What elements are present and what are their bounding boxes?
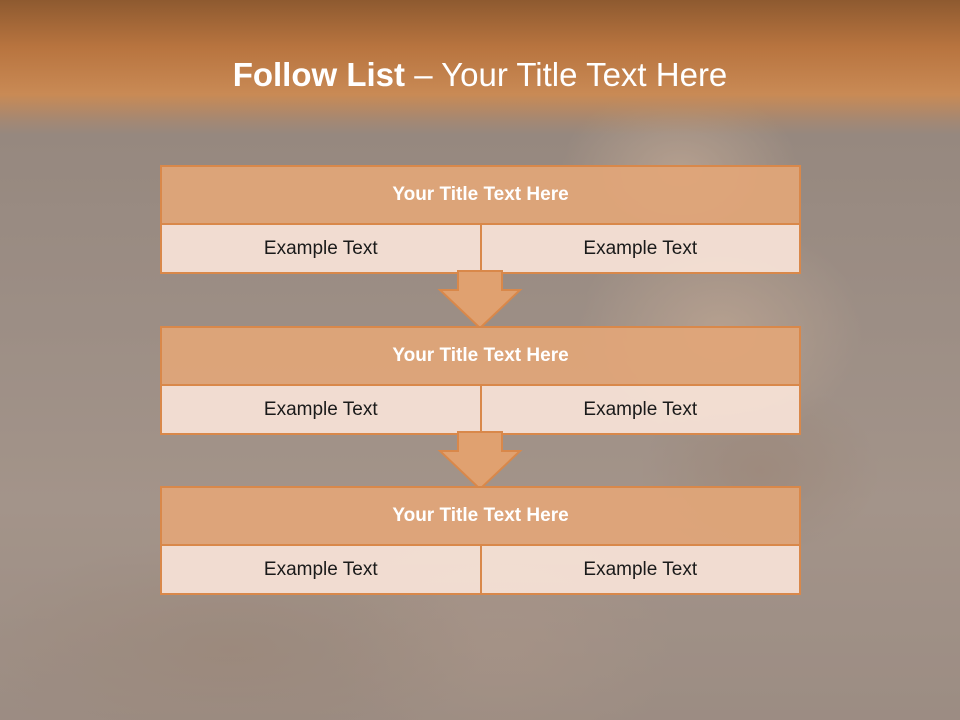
header-band bbox=[0, 0, 960, 135]
block-row: Example Text Example Text bbox=[162, 546, 799, 593]
down-arrow-icon bbox=[437, 270, 523, 330]
list-block-2: Your Title Text Here Example Text Exampl… bbox=[160, 326, 801, 435]
block-title: Your Title Text Here bbox=[162, 488, 799, 546]
slide-title: Follow List – Your Title Text Here bbox=[0, 52, 960, 98]
block-cell-left: Example Text bbox=[162, 546, 480, 593]
slide-title-main: Follow List bbox=[232, 56, 406, 93]
down-arrow-icon bbox=[437, 431, 523, 491]
block-row: Example Text Example Text bbox=[162, 225, 799, 272]
block-cell-right: Example Text bbox=[479, 225, 799, 272]
block-title: Your Title Text Here bbox=[162, 328, 799, 386]
block-title: Your Title Text Here bbox=[162, 167, 799, 225]
block-row: Example Text Example Text bbox=[162, 386, 799, 433]
block-cell-left: Example Text bbox=[162, 386, 480, 433]
list-block-1: Your Title Text Here Example Text Exampl… bbox=[160, 165, 801, 274]
slide-title-sub: – Your Title Text Here bbox=[405, 56, 728, 93]
block-cell-right: Example Text bbox=[479, 386, 799, 433]
block-cell-right: Example Text bbox=[479, 546, 799, 593]
block-cell-left: Example Text bbox=[162, 225, 480, 272]
list-block-3: Your Title Text Here Example Text Exampl… bbox=[160, 486, 801, 595]
